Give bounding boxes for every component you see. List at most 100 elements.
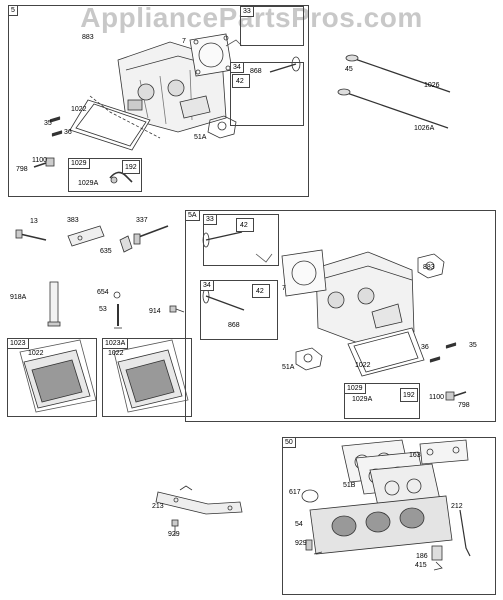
exhaust-valve-icon [269, 56, 301, 73]
cylinder-head-icon-2 [315, 251, 415, 347]
callout-868-5a: 868 [228, 322, 240, 329]
rocker-bolt-icon-2 [445, 391, 467, 401]
subbox-1029b: 1029 [344, 383, 420, 419]
callout-51a-5a: 51A [282, 364, 295, 371]
washer-icon [113, 291, 121, 299]
callout-415: 415 [415, 562, 427, 569]
valve-cover-gasket-icon [69, 99, 151, 151]
callout-53: 53 [99, 306, 107, 313]
callout-51b: 51B [343, 482, 356, 489]
manifold-gaskets-icon [341, 439, 441, 507]
callout-798-5a: 798 [458, 402, 470, 409]
o-ring-icon [301, 489, 319, 503]
subbox-192b: 192 [400, 388, 418, 402]
bolt-icon [15, 229, 47, 241]
bracket-screw-icon [171, 519, 179, 536]
callout-51a: 51A [194, 134, 207, 141]
stud-icon [114, 304, 122, 329]
subbox-1029b-tag: 1029 [345, 384, 366, 394]
callout-918a: 918A [10, 294, 27, 301]
rocker-bolt-icon [33, 157, 55, 168]
section-1023a-box: 1023A [102, 338, 192, 417]
fitting-icon [305, 539, 323, 555]
section-50-box: 50 [282, 437, 496, 595]
callout-883-5a: 883 [423, 264, 435, 271]
subbox-33b: 33 [203, 214, 279, 266]
rocker-arm-icon [109, 171, 133, 184]
section-1023-tag: 1023 [8, 339, 29, 349]
callout-1026a: 1026A [414, 125, 435, 132]
valve-cover-gasket-icon-2 [347, 327, 425, 377]
section-5a-box: 5A [185, 210, 496, 422]
callout-1022-cover: 1022 [28, 350, 44, 357]
callout-1026: 1026 [424, 82, 440, 89]
head-gasket-icon [189, 33, 233, 77]
throttle-link-icon [459, 509, 471, 557]
callout-7-5a: 7 [282, 285, 286, 292]
callout-163: 163 [409, 452, 421, 459]
subbox-42: 42 [232, 74, 250, 88]
section-1023a-tag: 1023A [103, 339, 129, 349]
valve-cover-icon [19, 339, 97, 413]
callout-883: 883 [82, 34, 94, 41]
leader-line [89, 95, 161, 139]
callout-868: 868 [250, 68, 262, 75]
governor-shaft-icon [133, 225, 169, 245]
callout-929-50: 929 [295, 540, 307, 547]
intake-gasket-icon [295, 347, 323, 371]
section-50-tag: 50 [283, 438, 296, 448]
callout-617: 617 [289, 489, 301, 496]
callout-36-5a: 36 [421, 344, 429, 351]
callout-914: 914 [149, 308, 161, 315]
callout-1100-5a: 1100 [429, 394, 445, 401]
callout-383: 383 [67, 217, 79, 224]
callout-36: 36 [64, 129, 72, 136]
callout-186: 186 [416, 553, 428, 560]
callout-798: 798 [16, 166, 28, 173]
subbox-42b-label: 42 [240, 222, 248, 229]
subbox-192b-label: 192 [403, 392, 415, 399]
dipstick-tube-icon [47, 281, 61, 327]
callout-1022-5a: 1022 [355, 362, 371, 369]
callout-213: 213 [152, 503, 164, 510]
subbox-42c-label: 42 [256, 288, 264, 295]
subbox-33-tag: 33 [241, 7, 254, 17]
subbox-34b: 34 [200, 280, 278, 340]
screw-icon [169, 305, 185, 313]
section-5-tag: 5 [9, 6, 18, 16]
subbox-192-label: 192 [125, 164, 137, 171]
subbox-33b-tag: 33 [204, 215, 217, 225]
section-5-box: 5 [8, 5, 309, 197]
callout-635: 635 [100, 248, 112, 255]
callout-7: 7 [182, 38, 186, 45]
breather-gasket-icon [207, 115, 237, 139]
callout-13: 13 [30, 218, 38, 225]
callout-1022-cover-a: 1022 [108, 350, 124, 357]
subbox-42-label: 42 [236, 78, 244, 85]
subbox-1029-tag: 1029 [69, 159, 90, 169]
spring-wire-icon-2 [255, 253, 273, 263]
section-1023-box: 1023 [7, 338, 97, 417]
fuel-pump-icon [67, 225, 105, 247]
callout-1100: 1100 [32, 157, 48, 164]
intake-manifold-icon [309, 495, 453, 555]
push-rod-icon [337, 54, 451, 129]
callout-54: 54 [295, 521, 303, 528]
valve-cover-a-icon [113, 339, 189, 413]
valve-spring-icon-2 [429, 342, 457, 363]
section-5a-tag: 5A [186, 211, 200, 221]
head-gasket-icon-2 [281, 249, 327, 297]
subbox-1029: 1029 [68, 158, 142, 192]
subbox-42b: 42 [236, 218, 254, 232]
callout-337: 337 [136, 217, 148, 224]
callout-212: 212 [451, 503, 463, 510]
subbox-34b-tag: 34 [201, 281, 214, 291]
callout-35-5a: 35 [469, 342, 477, 349]
manifold-gasket-small-icon [419, 439, 469, 465]
subbox-34: 34 [230, 62, 304, 126]
bracket-icon [155, 485, 243, 515]
callout-1029a: 1029A [78, 180, 99, 187]
hose-fitting-icon [431, 545, 443, 571]
